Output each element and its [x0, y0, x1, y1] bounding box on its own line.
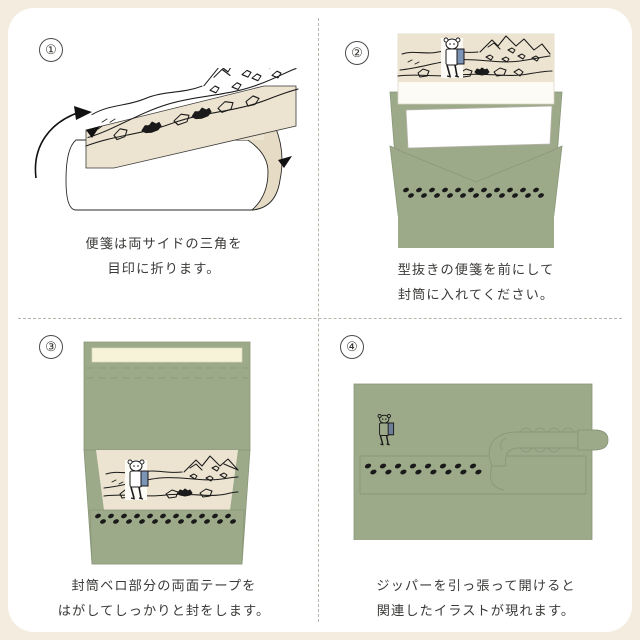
envelope-front-lower [89, 509, 245, 565]
panel-step-2: ② [320, 8, 632, 320]
fold-marker-left [86, 126, 100, 138]
illustration-seal-envelope [83, 341, 251, 565]
panel-step-3: ③ [8, 320, 320, 632]
instruction-card: ① [8, 8, 632, 632]
footprints-pattern-3 [95, 513, 236, 524]
caption-line: はがしてしっかりと封をします。 [57, 604, 271, 619]
panel-divider-horizontal [18, 318, 622, 319]
fold-arrow-head [74, 106, 92, 120]
caption-line: 封筒ベロ部分の両面テープを [71, 579, 257, 594]
panel-step-4: ④ [320, 320, 632, 632]
step-number-2: ② [345, 41, 369, 65]
caption-line: 目印に折ります。 [107, 262, 221, 277]
caption-line: 便箋は両サイドの三角を [85, 237, 243, 252]
caption-step-1: 便箋は両サイドの三角を 目印に折ります。 [8, 232, 320, 282]
footprints-pattern-4 [364, 463, 482, 475]
fold-marker-right [278, 156, 292, 168]
bear-hiker-figure-3 [125, 459, 149, 500]
caption-step-2: 型抜きの便箋を前にして 封筒に入れてください。 [320, 258, 632, 308]
bear-hiker-figure-4 [377, 414, 395, 446]
backpack [456, 48, 465, 65]
bear-hiker-figure [441, 37, 465, 78]
double-sided-tape [91, 347, 243, 363]
caption-step-3: 封筒ベロ部分の両面テープを はがしてしっかりと封をします。 [8, 574, 320, 624]
panel-divider-vertical [318, 18, 319, 622]
panel-step-1: ① [8, 8, 320, 320]
footprints-pattern [403, 187, 544, 198]
caption-line: 型抜きの便箋を前にして [397, 263, 555, 278]
step-number-1: ① [39, 38, 63, 62]
caption-line: 封筒に入れてください。 [397, 288, 555, 303]
zipper-pull-knob [577, 429, 609, 451]
zipper-strip-tail [490, 465, 505, 491]
sealed-envelope [353, 383, 593, 540]
envelope-front-fill [398, 150, 554, 248]
illustration-insert-into-envelope [389, 33, 563, 248]
zipper-teeth [500, 427, 575, 453]
step-number-4: ④ [340, 335, 364, 359]
backpack-3 [140, 470, 149, 487]
caption-line: ジッパーを引っ張って開けると [376, 579, 576, 594]
landscape-lineart-2 [397, 35, 553, 78]
envelope-crease-sides [359, 456, 587, 494]
envelope-front-crease [397, 149, 555, 183]
illustration-pull-zipper [353, 383, 609, 540]
caption-step-4: ジッパーを引っ張って開けると 関連したイラストが現れます。 [320, 574, 632, 624]
caption-line: 関連したイラストが現れます。 [376, 604, 576, 619]
inserted-letter-card [405, 105, 553, 149]
fold-arrow-curve [34, 111, 81, 179]
landscape-lineart [85, 68, 299, 147]
illustration-fold-letter-paper [34, 68, 299, 211]
step-number-3: ③ [39, 335, 63, 359]
